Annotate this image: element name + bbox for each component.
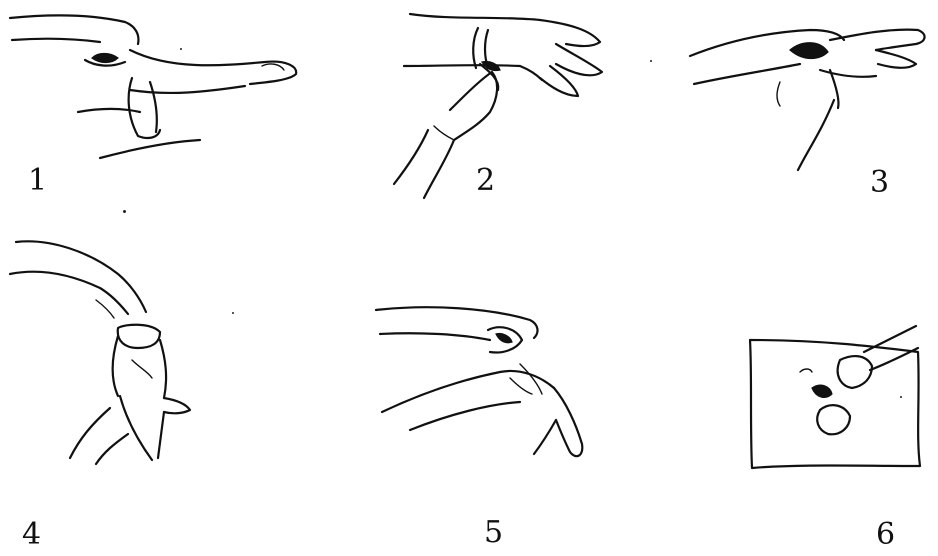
step-3-illustration: 3 (680, 0, 938, 210)
scan-speck (123, 210, 126, 213)
step-6-illustration: 6 (740, 316, 938, 486)
scan-speck (232, 312, 234, 314)
scan-speck (180, 48, 182, 50)
step-5-illustration: 5 (370, 294, 600, 474)
step-5-number: 5 (484, 518, 503, 548)
step-3-number: 3 (870, 168, 889, 198)
scan-speck (900, 396, 902, 398)
step-1-illustration: 1 (0, 0, 310, 170)
step-4-illustration: 4 (0, 228, 220, 468)
step-2-number: 2 (476, 166, 495, 196)
step-1-number: 1 (28, 166, 47, 196)
step-2-illustration: 2 (380, 0, 610, 200)
step-6-number: 6 (876, 520, 895, 550)
scan-speck (650, 60, 652, 62)
step-4-number: 4 (22, 520, 41, 550)
